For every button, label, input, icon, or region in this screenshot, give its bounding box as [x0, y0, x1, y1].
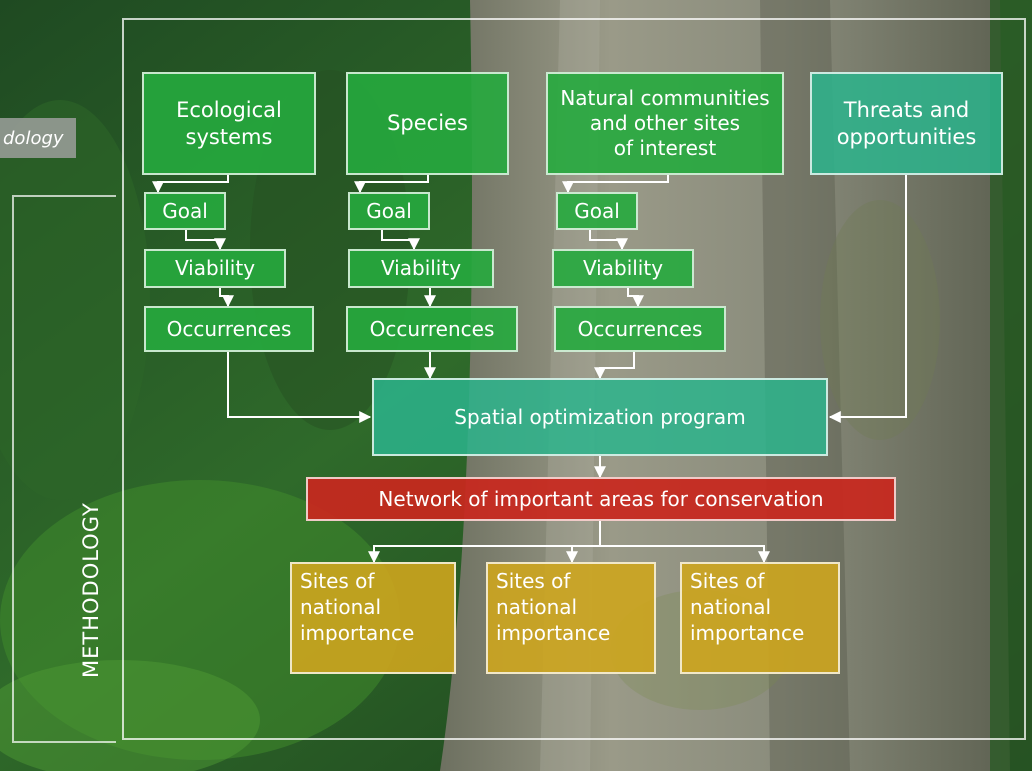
output-site-1: Sites of national importance: [290, 562, 456, 674]
spatial-optimization-program: Spatial optimization program: [372, 378, 828, 456]
tab-label: dology: [3, 127, 64, 149]
output-site-2: Sites of national importance: [486, 562, 656, 674]
source-threats-opportunities: Threats and opportunities: [810, 72, 1003, 175]
side-bracket: [12, 195, 116, 743]
viability-natural: Viability: [552, 249, 694, 288]
methodology-tab[interactable]: dology: [0, 118, 76, 158]
occurrences-ecological: Occurrences: [144, 306, 314, 352]
network-important-areas: Network of important areas for conservat…: [306, 477, 896, 521]
viability-ecological: Viability: [144, 249, 286, 288]
occurrences-natural: Occurrences: [554, 306, 726, 352]
output-site-3: Sites of national importance: [680, 562, 840, 674]
goal-ecological: Goal: [144, 192, 226, 230]
viability-species: Viability: [348, 249, 494, 288]
goal-species: Goal: [348, 192, 430, 230]
goal-natural: Goal: [556, 192, 638, 230]
source-species: Species: [346, 72, 509, 175]
source-natural-communities: Natural communities and other sites of i…: [546, 72, 784, 175]
source-ecological-systems: Ecological systems: [142, 72, 316, 175]
occurrences-species: Occurrences: [346, 306, 518, 352]
methodology-label: METHODOLOGY: [79, 502, 103, 678]
